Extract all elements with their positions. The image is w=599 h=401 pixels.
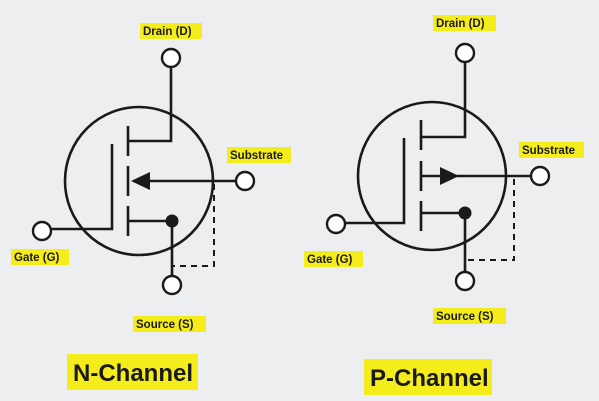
n-channel-drain-terminal [160, 47, 182, 69]
n-channel-title: N-Channel [73, 360, 193, 387]
n-channel-substrate-arrow-icon [131, 172, 150, 190]
n-channel-source-label: Source (S) [136, 319, 194, 331]
p-channel-substrate-arrow-icon [440, 167, 459, 185]
n-channel-substrate-label: Substrate [230, 150, 283, 162]
p-channel-drain-label: Drain (D) [436, 18, 485, 30]
p-channel-drain-highlight [433, 15, 496, 31]
p-channel-gate-terminal [325, 213, 347, 235]
n-channel-substrate-highlight [227, 147, 291, 163]
p-channel-drain-lead [421, 62, 467, 139]
n-channel-source-terminal [161, 274, 183, 296]
n-channel-title-highlight [67, 354, 198, 390]
p-channel-source-junction-dot [458, 206, 472, 220]
n-channel-source-highlight [133, 316, 206, 332]
p-channel-source-terminal [454, 270, 476, 292]
p-channel-substrate-highlight [519, 142, 584, 158]
p-channel-source-lead [421, 211, 467, 272]
p-channel-substrate-terminal [529, 165, 551, 187]
n-channel-symbol [31, 47, 256, 296]
n-channel-gate-label: Gate (G) [14, 252, 60, 264]
n-channel-body-link-dashed [172, 184, 215, 267]
p-channel-source-highlight [433, 308, 506, 324]
n-channel-gate-terminal [31, 220, 53, 242]
n-channel-gate-highlight [11, 249, 69, 265]
p-channel-substrate-label: Substrate [522, 145, 575, 157]
p-channel-source-label: Source (S) [436, 311, 494, 323]
n-channel-drain-lead [128, 67, 173, 143]
p-channel-gate-lead [345, 138, 406, 225]
p-channel-gate-label: Gate (G) [307, 254, 353, 266]
n-channel-drain-label: Drain (D) [143, 26, 192, 38]
n-channel-source-lead [128, 219, 174, 276]
p-channel-drain-terminal [454, 42, 476, 64]
n-channel-gate-lead [52, 144, 114, 231]
p-channel-symbol [325, 42, 551, 292]
p-channel-gate-highlight [304, 251, 363, 267]
p-channel-title: P-Channel [370, 365, 489, 392]
p-channel-body-link-dashed [465, 179, 515, 261]
n-channel-source-junction-dot [165, 214, 179, 228]
n-channel-substrate-terminal [234, 170, 256, 192]
p-channel-title-highlight [364, 359, 492, 395]
n-channel-drain-highlight [140, 23, 202, 39]
